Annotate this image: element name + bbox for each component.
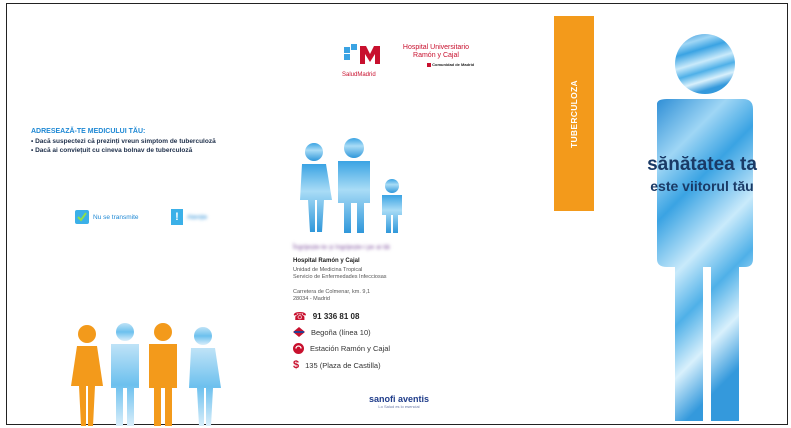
hospital-logo-text: Hospital Universitario Ramón y Cajal [395, 44, 477, 60]
advice-heading: ADRESEAZĂ-TE MEDICULUI TĂU: [31, 128, 146, 135]
person-woman-orange-icon [71, 325, 103, 426]
not-contagious-badge: Nu se transmite [75, 210, 139, 224]
salud-madrid-logo: SaludMadrid [342, 44, 400, 78]
address-line1: Carretera de Colmenar, km. 9,1 [293, 289, 371, 295]
metro-row: Begoña (línea 10) [293, 327, 371, 337]
child-icon [382, 179, 402, 233]
train-row: Estación Ramón y Cajal [293, 343, 390, 354]
bus-row: $ 135 (Plaza de Castilla) [293, 359, 381, 371]
address-line2: 28034 - Madrid [293, 296, 330, 302]
people-group-illustration [71, 323, 221, 426]
headline: sănătatea ta este viitorul tău [607, 154, 791, 194]
hospital-line1: Hospital Universitario [402, 44, 470, 51]
headline-line1: sănătatea ta [647, 154, 757, 175]
bus-route: 135 (Plaza de Castilla) [305, 360, 381, 370]
community-logo: Comunidad de Madrid [427, 62, 474, 67]
exclamation-icon: ! [171, 209, 183, 225]
family-illustration [300, 138, 402, 233]
topic-tab-label: TUBERCULOZA [569, 79, 579, 148]
advice-bullet-1: • Dacă suspectezi că prezinți vreun simp… [31, 138, 216, 145]
brochure-page: SaludMadrid Hospital Universitario Ramón… [6, 3, 791, 426]
metro-station: Begoña (línea 10) [311, 327, 371, 337]
sponsor-name: sanofi aventis [368, 394, 430, 404]
headline-line2: este viitorul tău [650, 178, 754, 194]
not-contagious-label: Nu se transmite [93, 213, 139, 221]
train-icon [293, 343, 304, 354]
metro-icon [293, 327, 305, 337]
unit-name: Unidad de Medicina Tropical [293, 267, 363, 273]
phone-icon: ☎ [293, 311, 307, 323]
person-woman-sky-icon [189, 327, 221, 426]
phone-row: ☎ 91 336 81 08 [293, 310, 359, 323]
sponsor-tagline: Lo Salud es lo esencial [378, 404, 420, 409]
father-icon [338, 138, 370, 233]
brand-name: SaludMadrid [342, 72, 376, 78]
community-flag-icon [427, 62, 431, 67]
person-man-orange-icon [149, 323, 177, 426]
sponsor-logo: sanofi aventis Lo Salud es lo esencial [359, 394, 439, 409]
large-person-illustration [657, 34, 753, 421]
topic-tab: TUBERCULOZA [554, 16, 594, 211]
salud-madrid-mark-icon [344, 44, 380, 64]
train-station: Estación Ramón y Cajal [310, 344, 391, 353]
service-name: Servicio de Enfermedades Infecciosas [293, 274, 387, 280]
hospital-line2: Ramón y Cajal [413, 52, 459, 59]
warning-label: Atenție [187, 213, 208, 221]
bus-icon: $ [293, 359, 300, 371]
mother-icon [300, 143, 332, 232]
hospital-name: Hospital Ramón y Cajal [293, 258, 360, 264]
phone-number: 91 336 81 08 [312, 312, 360, 321]
advice-bullet-2: • Dacă ai conviețuit cu cineva bolnav de… [31, 147, 193, 154]
community-name: Comunidad de Madrid [432, 62, 475, 67]
care-slogan: Îngrijește-te și îngrijește-i pe ai tăi [293, 244, 390, 251]
person-man-sky-icon [111, 323, 139, 426]
large-person-body-icon [657, 99, 753, 421]
large-person-head-icon [675, 34, 735, 94]
check-icon [75, 210, 89, 224]
warning-badge: ! Atenție [171, 209, 207, 225]
